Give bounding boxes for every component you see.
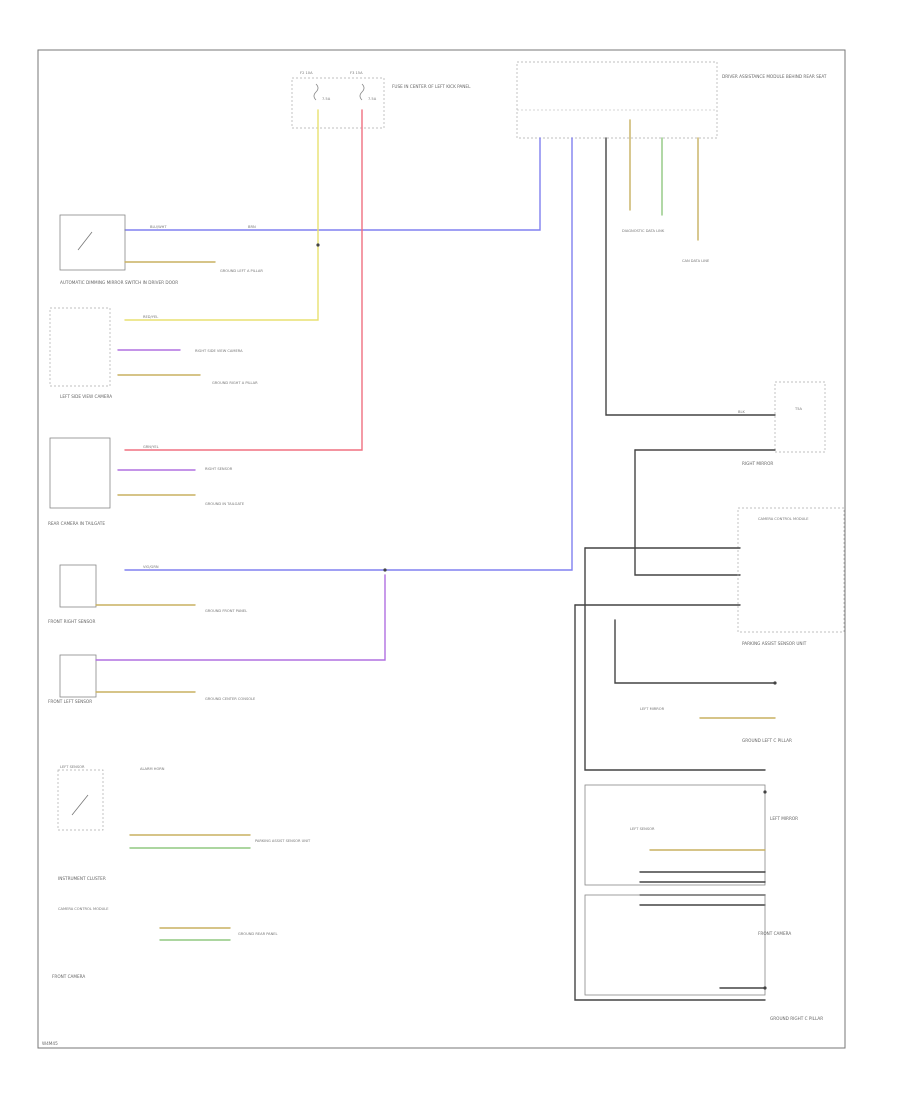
comp-left-sensor-ref: LEFT SENSOR (60, 765, 85, 769)
fuse-f3-rating: 7.5A (368, 97, 377, 101)
g-rear-label: GROUND REAR PANEL (238, 932, 278, 936)
wire-mid-black-b (584, 547, 766, 771)
g-center-label: GROUND CENTER CONSOLE (205, 697, 256, 701)
comp-rear-camera-label: REAR CAMERA IN TAILGATE (48, 521, 105, 526)
splice-4 (763, 790, 767, 794)
comp-right-sensor-ref: RIGHT SENSOR (205, 467, 233, 471)
comp-front-camera-label: FRONT CAMERA (52, 974, 85, 979)
comp-alarm-ref: ALARM HORN (140, 767, 165, 771)
comp-left-view-label: LEFT SIDE VIEW CAMERA (60, 394, 112, 399)
g-left-label: GROUND LEFT A PILLAR (220, 269, 263, 273)
g-right-label: GROUND RIGHT A PILLAR (212, 381, 258, 385)
comp-right-mirror-label: RIGHT MIRROR (742, 461, 773, 466)
wire-tag-a: BLU/WHT (150, 225, 167, 229)
wire-f3-red (124, 109, 363, 451)
comp-rear-camera: REAR CAMERA IN TAILGATE (48, 437, 111, 526)
fuse-f2-rating: 7.5A (322, 97, 331, 101)
wire-module-blue-b (124, 137, 573, 571)
wire-tag-c: RED/YEL (143, 315, 158, 319)
g-tail-label: GROUND IN TAILGATE (205, 502, 245, 506)
splice-3 (773, 681, 777, 685)
right-mirror-pin: T5A (794, 407, 802, 411)
wire-tag-d: VIO/GRN (143, 565, 159, 569)
splice-5 (763, 986, 767, 990)
comp-camera-control-ref: CAMERA CONTROL MODULE (58, 907, 109, 911)
comp-sensor-unit-label: PARKING ASSIST SENSOR UNIT (742, 641, 807, 646)
camera-control-label: CAMERA CONTROL MODULE (758, 517, 809, 521)
wire-mid-black-e (614, 619, 776, 684)
fuse-block: FUSE IN CENTER OF LEFT KICK PANEL F2 10A… (291, 71, 471, 129)
comp-display-label: INSTRUMENT CLUSTER (58, 876, 106, 881)
diagram-frame (37, 49, 846, 1049)
driver-assistance-module: DRIVER ASSISTANCE MODULE BEHIND REAR SEA… (516, 61, 827, 139)
comp-front-right-sensor-label: FRONT RIGHT SENSOR (48, 619, 95, 624)
splice-1 (316, 243, 320, 247)
g-module-a-label: GROUND LEFT C PILLAR (742, 738, 792, 743)
comp-left-mirror-label: LEFT MIRROR (770, 816, 798, 821)
diag-note: DIAGNOSTIC DATA LINK (622, 229, 665, 233)
can-note: CAN DATA LINE (682, 259, 710, 263)
comp-sensor-unit-ref: PARKING ASSIST SENSOR UNIT (255, 839, 311, 843)
comp-front-right-sensor: FRONT RIGHT SENSOR (48, 564, 97, 624)
wire-tag-f: GRN/YEL (143, 445, 159, 449)
comp-left-view-camera: LEFT SIDE VIEW CAMERA (49, 307, 112, 399)
wire-front-left-violet (95, 574, 386, 661)
fuse-f2-icon (313, 83, 319, 101)
g-module-b-label: GROUND RIGHT C PILLAR (770, 1016, 823, 1021)
comp-front-camera-module: FRONT CAMERA (584, 894, 791, 996)
comp-front-left-sensor-label: FRONT LEFT SENSOR (48, 699, 92, 704)
wire-tag-b: BRN (248, 225, 256, 229)
comp-right-view-ref: RIGHT SIDE VIEW CAMERA (195, 349, 243, 353)
comp-right-mirror: T5A RIGHT MIRROR (742, 381, 826, 466)
wire-right-mirror-black (634, 449, 741, 576)
wire-module-black (605, 137, 776, 416)
wire-f2-yellow (124, 109, 319, 321)
comp-front-camera-module-label: FRONT CAMERA (758, 931, 791, 936)
comp-left-mirror-ref: LEFT MIRROR (640, 707, 665, 711)
g-front-label: GROUND FRONT PANEL (205, 609, 247, 613)
wire-tag-e: BLK (738, 410, 745, 414)
left-mirror-inner: LEFT SENSOR (630, 827, 655, 831)
fuse-f2-label: F2 10A (300, 71, 313, 75)
fuse-f3-icon (359, 83, 365, 101)
comp-front-left-sensor: FRONT LEFT SENSOR (48, 654, 97, 704)
comp-instrument-cluster: LEFT SENSOR ALARM HORN INSTRUMENT CLUSTE… (57, 765, 165, 881)
wire-mid-black-c (574, 604, 766, 1001)
fuse-f3-label: F3 15A (350, 71, 363, 75)
fuse-block-label: FUSE IN CENTER OF LEFT KICK PANEL (392, 84, 471, 89)
comp-left-mirror: LEFT MIRROR LEFT SENSOR (584, 784, 798, 886)
comp-camera-control-module: CAMERA CONTROL MODULE PARKING ASSIST SEN… (737, 507, 845, 646)
module-label: DRIVER ASSISTANCE MODULE BEHIND REAR SEA… (722, 74, 827, 79)
page-id-label: W4M45 (42, 1041, 58, 1046)
wire-module-blue-a (124, 137, 541, 231)
splice-2 (383, 568, 387, 572)
comp-dimming-switch-label: AUTOMATIC DIMMING MIRROR SWITCH IN DRIVE… (60, 280, 178, 285)
comp-dimming-switch: AUTOMATIC DIMMING MIRROR SWITCH IN DRIVE… (59, 214, 178, 285)
